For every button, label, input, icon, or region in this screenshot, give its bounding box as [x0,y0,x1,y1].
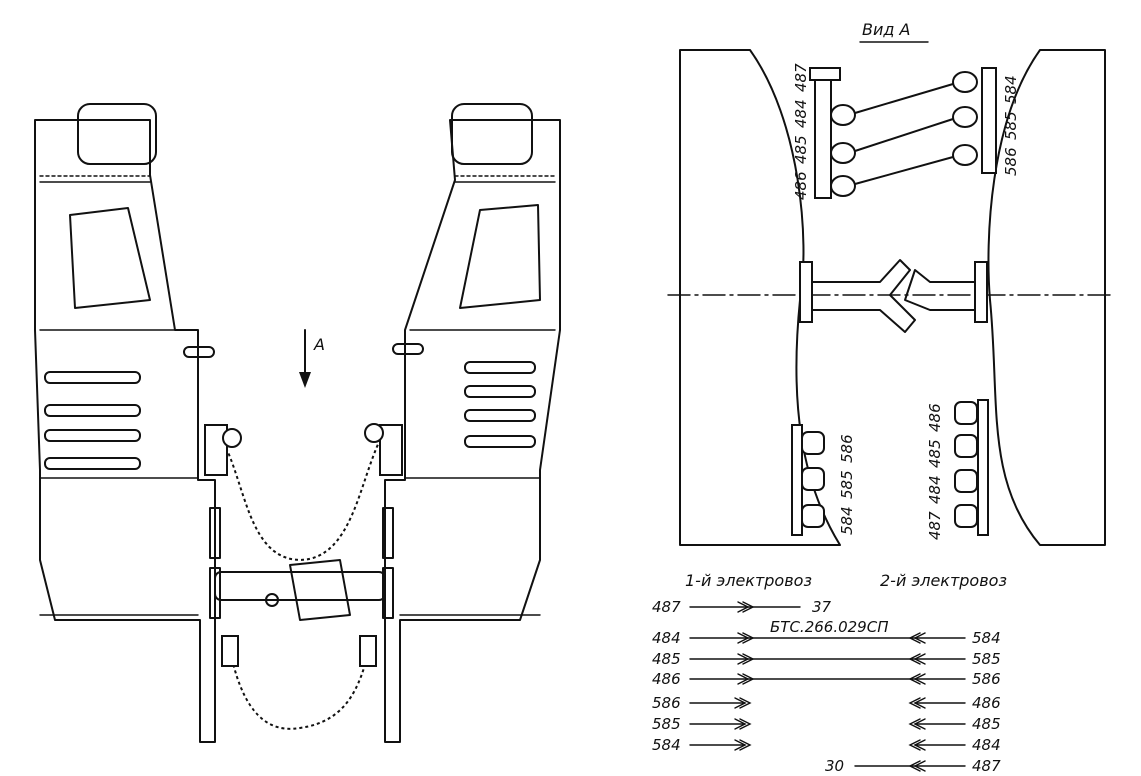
bottom-left-sockets [801,431,825,528]
row-left-terminal: 484 [652,629,681,647]
terminal-label: 585 [1002,111,1020,140]
row-left-terminal: 584 [652,736,681,754]
left-locomotive [34,103,216,743]
header-second-locomotive: 2-й электровоз [880,571,1007,590]
view-a-labels: 486 485 484 487 586 585 584 584 585 586 487 484 485 4… [792,63,1020,540]
row-right-terminal: 37 [812,598,832,616]
row-left-terminal: 487 [652,598,681,616]
header-first-locomotive: 1-й электровоз [685,571,812,590]
connection-row: 486 586 [652,670,1001,688]
right-locomotive [384,103,561,743]
row-right-terminal: 487 [972,757,1001,775]
terminal-label: 485 [792,135,810,164]
connection-row: 485 585 [652,650,1001,668]
row-left-terminal: 30 [825,757,844,775]
connection-row: 487 37 [652,598,832,616]
connection-row: 484 584 [652,629,1001,647]
terminal-label: 586 [838,434,856,463]
row-right-terminal: 485 [972,715,1001,733]
row-right-terminal: 585 [972,650,1001,668]
lower-jumper-cable [221,635,377,732]
row-right-terminal: 586 [972,670,1001,688]
bottom-right-sockets [954,401,978,528]
row-left-terminal: 585 [652,715,681,733]
top-left-sockets [830,104,856,197]
terminal-label: 586 [1002,147,1020,176]
connection-row: 584 484 [652,736,1001,754]
connection-row: 585 485 [652,715,1001,733]
row-left-terminal: 486 [652,670,681,688]
row-left-terminal: 586 [652,694,681,712]
row-right-terminal: 486 [972,694,1001,712]
row-left-terminal: 485 [652,650,681,668]
terminal-label: 484 [926,475,944,504]
terminal-label: 487 [926,511,944,540]
terminal-label: 585 [838,470,856,499]
terminal-label: 487 [792,63,810,92]
row-right-terminal: 584 [972,629,1001,647]
view-arrow-a: А [299,329,325,388]
terminal-label: 486 [926,403,944,432]
row-right-terminal: 484 [972,736,1001,754]
terminal-label: 484 [792,99,810,128]
terminal-label: 584 [1002,75,1020,104]
view-a-title: Вид А [862,20,910,39]
upper-jumper-cable [204,423,403,563]
top-right-sockets [952,71,978,166]
cable-designation: БТС.266.029СП [770,618,888,636]
view-a: Вид А [667,20,1116,546]
locomotives-plan-view: А [34,103,561,743]
terminal-label: 485 [926,439,944,468]
connection-row: 30 487 [825,757,1001,775]
connection-table: 1-й электровоз 2-й электровоз БТС.266.02… [652,571,1007,775]
arrow-label: А [313,335,325,354]
automatic-coupler [209,507,394,621]
terminal-label: 584 [838,506,856,535]
connection-row: 586 486 [652,694,1001,712]
terminal-label: 486 [792,171,810,200]
